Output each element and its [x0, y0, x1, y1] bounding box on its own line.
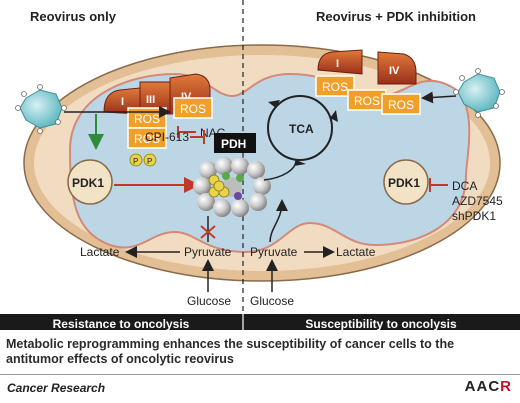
pdh-subunit: [247, 161, 265, 179]
virus-right-arrow: [421, 91, 457, 104]
pdh-subunit: [231, 157, 249, 175]
inhibitor-azd7545: AZD7545: [452, 194, 503, 208]
pdh-subunit: [249, 193, 267, 211]
tca-label: TCA: [289, 122, 314, 136]
virus-spike: [499, 89, 505, 95]
complex-I-left-label: I: [121, 96, 124, 108]
complex-III-left-label: III: [146, 94, 155, 106]
pyruvate-left-label: Pyruvate: [184, 245, 232, 259]
pdh-subunit: [231, 199, 249, 217]
pdh-e3-dot: [234, 192, 242, 200]
outcome-band: [0, 314, 520, 330]
inner-membrane-matrix: [68, 72, 471, 254]
pdh-e1-dot: [236, 174, 244, 182]
virus-spike: [15, 105, 21, 111]
right-ros-group: ROS ROS ROS: [315, 75, 421, 115]
pdh-e1-dot: [222, 172, 230, 180]
virus-spike: [459, 75, 465, 81]
complex-IV-left-label: IV: [181, 91, 192, 103]
publisher-logo: AACR: [465, 378, 512, 395]
pdh-subunit: [253, 177, 271, 195]
pdk1-left: [67, 159, 113, 205]
pdk1-left-label: PDK1: [72, 176, 104, 190]
virus-spike: [453, 89, 459, 95]
pdh-label: PDH: [221, 137, 246, 151]
outcome-left: Resistance to oncolysis: [53, 317, 190, 330]
journal-name: Cancer Research: [7, 381, 106, 395]
pdk1-right: [383, 159, 429, 205]
inhibitor-dca: DCA: [452, 179, 477, 193]
virus-spike: [475, 112, 481, 118]
glucose-right-label: Glucose: [250, 294, 294, 308]
right-panel-title: Reovirus + PDK inhibition: [316, 9, 476, 24]
pdh-subunit: [197, 193, 215, 211]
phosphate-dot: [129, 153, 143, 167]
phosphate-label: P: [133, 157, 138, 166]
pdh-subunit: [193, 177, 211, 195]
complex-I-right-label: I: [336, 58, 339, 70]
ros-label: ROS: [388, 98, 414, 112]
ros-box: [173, 97, 213, 119]
complex-I-right: [317, 49, 363, 75]
figure-caption: Metabolic reprogramming enhances the sus…: [6, 337, 455, 366]
tca-arrowhead: [294, 160, 306, 166]
tca-arrowhead: [330, 110, 338, 122]
pdh-label-box: [214, 133, 256, 153]
lactate-left-label: Lactate: [80, 245, 120, 259]
virus-left: [15, 84, 67, 134]
diagram-canvas: Reovirus only Reovirus + PDK inhibition …: [0, 0, 520, 330]
virus-spike: [61, 105, 67, 111]
complex-IV-right: [377, 51, 417, 85]
footer-divider: [0, 374, 520, 375]
inhibitor-shpdk1: shPDK1: [452, 209, 496, 223]
pdh-subunit: [213, 199, 231, 217]
ros-label: ROS: [354, 94, 380, 108]
phosphate-dot: [143, 153, 157, 167]
logo-text-aac: AAC: [464, 378, 501, 395]
glucose-left-label: Glucose: [187, 294, 231, 308]
ros-box: [315, 75, 355, 97]
ros-label: ROS: [322, 80, 348, 94]
pdh-subunit: [199, 161, 217, 179]
phosphate-label: P: [147, 157, 152, 166]
ros-box: [127, 127, 167, 149]
logo-text-r: R: [500, 378, 512, 395]
virus-spike: [55, 119, 61, 125]
virus-spike: [37, 84, 43, 90]
blocked-entry-mark: [200, 225, 216, 239]
left-ros-group: ROS ROS ROS: [127, 97, 213, 149]
ros-label: ROS: [134, 132, 160, 146]
lactate-right-label: Lactate: [336, 245, 376, 259]
pdh-phosphate: [213, 180, 225, 192]
tca-arrowhead: [268, 100, 280, 108]
virus-spike: [37, 128, 43, 134]
pdh-to-tca-arrow: [263, 159, 297, 181]
pdk1-right-label: PDK1: [388, 176, 420, 190]
left-panel-title: Reovirus only: [30, 9, 117, 24]
ros-box: [381, 93, 421, 115]
virus-spike: [21, 91, 27, 97]
virus-spike: [493, 103, 499, 109]
virus-spike: [475, 68, 481, 74]
ros-label: ROS: [180, 102, 206, 116]
cpi-613-label: CPI-613: [145, 130, 189, 144]
outcome-right: Susceptibility to oncolysis: [305, 317, 457, 330]
complex-IV-right-label: IV: [389, 65, 400, 77]
pdh-complex: PDH: [193, 133, 271, 217]
tca-cycle: TCA: [267, 95, 338, 166]
pyruvate-entry-right-arrow: [269, 199, 288, 243]
pdh-subunit: [215, 157, 233, 175]
right-respiratory-complexes: I IV: [317, 49, 417, 85]
virus-right: [453, 68, 505, 118]
pyruvate-right-label: Pyruvate: [250, 245, 298, 259]
ros-label: ROS: [134, 112, 160, 126]
tca-circle: [267, 95, 333, 161]
